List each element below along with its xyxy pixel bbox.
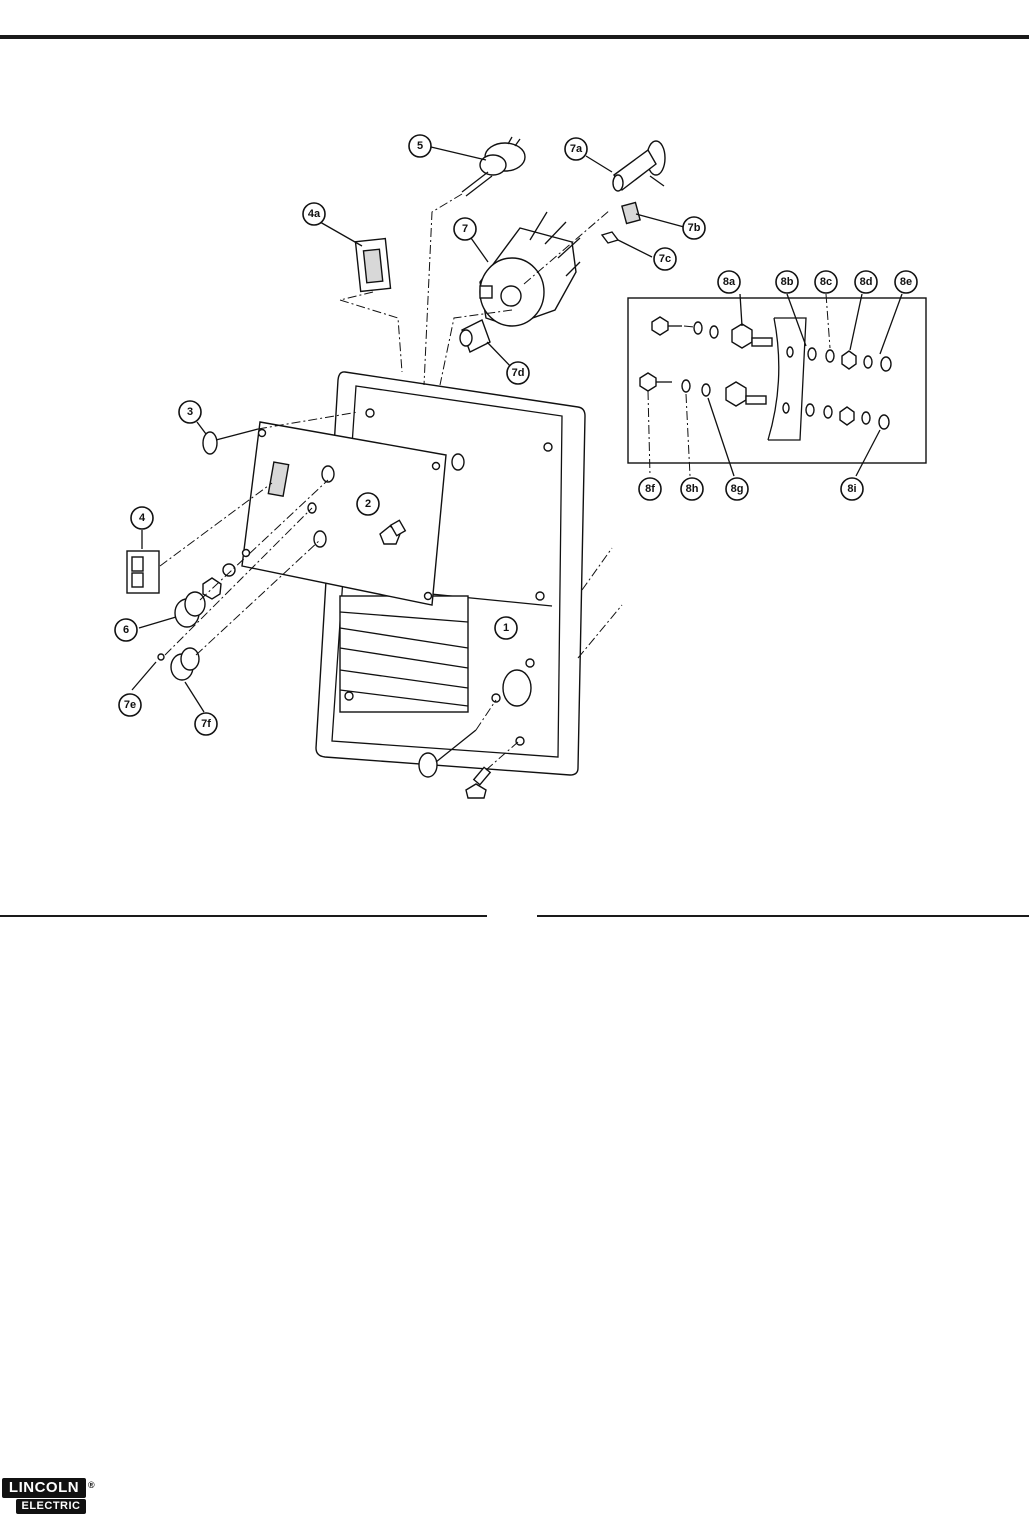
- callout-7c: 7c: [653, 247, 677, 271]
- registered-mark: ®: [88, 1480, 95, 1490]
- callout-1: 1: [494, 616, 518, 640]
- svg-text:8b: 8b: [781, 276, 794, 288]
- callout-4a: 4a: [302, 202, 326, 226]
- plate-screw: [379, 519, 407, 545]
- logo-lincoln: LINCOLN: [2, 1478, 86, 1498]
- callout-6: 6: [114, 618, 138, 642]
- callout-8b: 8b: [775, 270, 799, 294]
- callout-5: 5: [408, 134, 432, 158]
- bottom-screws: [418, 699, 519, 799]
- callout-8i: 8i: [840, 477, 864, 501]
- svg-text:7c: 7c: [659, 253, 671, 265]
- svg-text:8d: 8d: [860, 276, 873, 288]
- item-5-potentiometer: [423, 136, 526, 386]
- callout-7b: 7b: [682, 216, 706, 240]
- svg-text:8f: 8f: [645, 483, 655, 495]
- terminal-inset: [627, 293, 927, 477]
- separator-left: [0, 915, 487, 917]
- top-rule: [0, 35, 1029, 39]
- callout-7a: 7a: [564, 137, 588, 161]
- item-7f-knob: [157, 507, 321, 681]
- svg-text:7e: 7e: [124, 699, 136, 711]
- logo-electric: ELECTRIC: [16, 1499, 86, 1514]
- svg-text:5: 5: [417, 140, 423, 152]
- item-7b-spring: [621, 201, 641, 225]
- callout-7e: 7e: [118, 693, 142, 717]
- svg-text:7b: 7b: [688, 222, 701, 234]
- svg-text:2: 2: [365, 498, 371, 510]
- callout-7f: 7f: [194, 712, 218, 736]
- svg-text:8h: 8h: [686, 483, 699, 495]
- item-6-knob: [174, 479, 329, 628]
- callout-7: 7: [453, 217, 477, 241]
- item-7c-key: [600, 231, 620, 244]
- separator-right: [537, 915, 1029, 917]
- callout-2: 2: [356, 492, 380, 516]
- callout-8g: 8g: [725, 477, 749, 501]
- svg-text:8i: 8i: [847, 483, 856, 495]
- callout-3: 3: [178, 400, 202, 424]
- svg-text:6: 6: [123, 624, 129, 636]
- svg-text:4: 4: [139, 512, 146, 524]
- callout-8h: 8h: [680, 477, 704, 501]
- svg-text:3: 3: [187, 406, 193, 418]
- louver-grille: [339, 595, 469, 713]
- callout-8d: 8d: [854, 270, 878, 294]
- svg-text:8e: 8e: [900, 276, 912, 288]
- callout-8c: 8c: [814, 270, 838, 294]
- svg-text:7d: 7d: [512, 367, 525, 379]
- svg-text:8c: 8c: [820, 276, 832, 288]
- item-4-meter: [126, 482, 273, 594]
- svg-text:7a: 7a: [570, 143, 583, 155]
- callout-4: 4: [130, 506, 154, 530]
- callout-8f: 8f: [638, 477, 662, 501]
- exploded-parts-diagram: 5 7a 4a 7 7b 7c 7d 3 2 4 6 7e 7f 1 8a 8b…: [114, 134, 927, 799]
- lincoln-electric-logo: LINCOLN ELECTRIC ®: [2, 1478, 98, 1516]
- callout-7d: 7d: [506, 361, 530, 385]
- callout-8e: 8e: [894, 270, 918, 294]
- svg-text:8g: 8g: [731, 483, 744, 495]
- svg-text:1: 1: [503, 622, 509, 634]
- svg-text:7: 7: [462, 223, 468, 235]
- svg-text:7f: 7f: [201, 718, 211, 730]
- item-3-fastener: [202, 411, 359, 455]
- leader-lines: [131, 146, 685, 713]
- callout-8a: 8a: [717, 270, 741, 294]
- item-7d-spacer: [459, 319, 491, 353]
- svg-text:4a: 4a: [308, 208, 321, 220]
- item-4a-bracket: [338, 237, 403, 373]
- item-7-rotary-switch: [439, 209, 611, 386]
- cover-plate: [241, 421, 465, 606]
- svg-text:8a: 8a: [723, 276, 736, 288]
- item-7a-shaft: [612, 140, 666, 192]
